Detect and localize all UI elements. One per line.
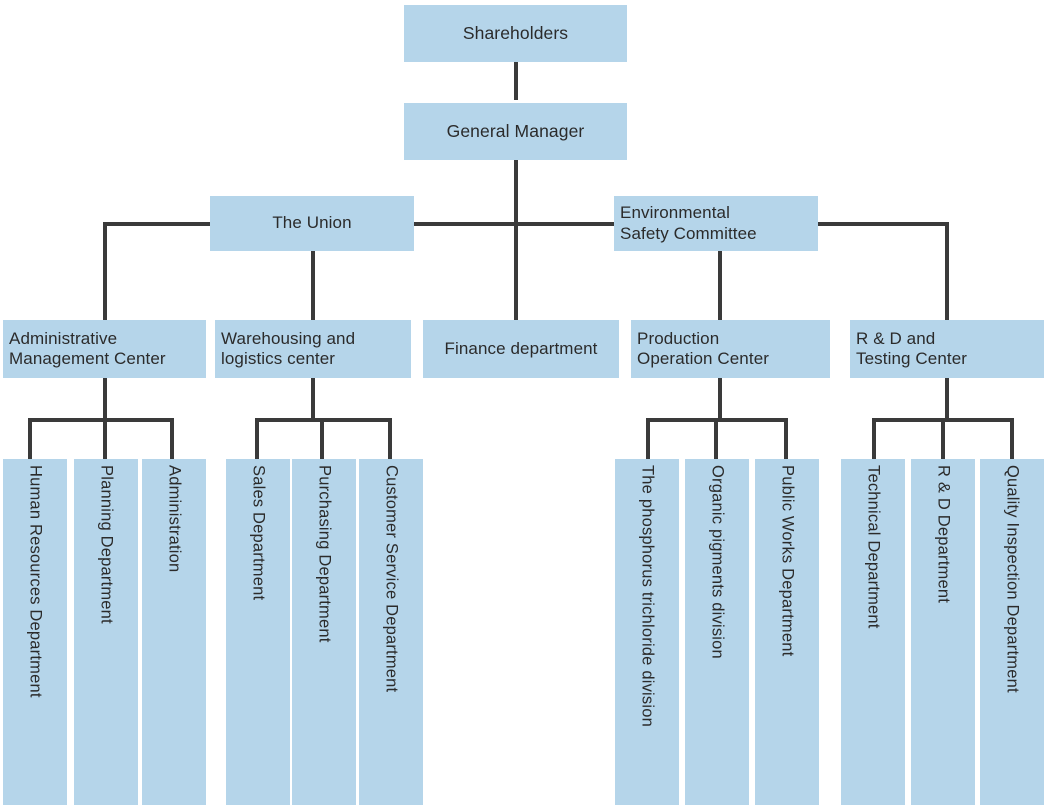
node-human-resources-department-label: Human Resources Department	[26, 465, 45, 698]
node-rd-testing-center-label: R & D and Testing Center	[850, 329, 1044, 369]
connector-warehousing-child-3	[388, 418, 392, 460]
connector-main-horizontal-center	[412, 222, 620, 226]
node-environmental-safety-committee[interactable]: Environmental Safety Committee	[614, 196, 818, 251]
connector-administrative-child-1	[28, 418, 32, 460]
node-sales-department[interactable]: Sales Department	[226, 459, 290, 805]
node-sales-department-label: Sales Department	[249, 465, 268, 601]
connector-administrative-child-3	[170, 418, 174, 460]
node-technical-department-label: Technical Department	[864, 465, 883, 629]
node-public-works-department-label: Public Works Department	[778, 465, 797, 657]
node-rd-department-label: R & D Department	[934, 465, 953, 603]
node-customer-service-department[interactable]: Customer Service Department	[359, 459, 423, 805]
connector-production-child-2	[714, 418, 718, 460]
connector-union-to-warehousing-center	[311, 251, 315, 320]
node-rd-testing-center[interactable]: R & D and Testing Center	[850, 320, 1044, 378]
node-finance-department-label: Finance department	[444, 338, 598, 358]
node-phosphorus-trichloride-division-label: The phosphorus trichloride division	[638, 465, 657, 727]
node-quality-inspection-department-label: Quality Inspection Department	[1003, 465, 1022, 693]
node-production-operation-center[interactable]: Production Operation Center	[631, 320, 830, 378]
node-administrative-management-center-label: Administrative Management Center	[3, 329, 206, 369]
node-administration[interactable]: Administration	[142, 459, 206, 805]
connector-administrative-drop	[103, 378, 107, 420]
connector-production-child-3	[784, 418, 788, 460]
node-organic-pigments-division[interactable]: Organic pigments division	[685, 459, 749, 805]
node-purchasing-department[interactable]: Purchasing Department	[292, 459, 356, 805]
connector-general-manager-trunk	[514, 160, 518, 320]
rd-center-line-2: Testing Center	[856, 349, 968, 368]
node-environmental-safety-committee-label: Environmental Safety Committee	[614, 203, 818, 243]
connector-production-child-1	[646, 418, 650, 460]
connector-rd-child-1	[872, 418, 876, 460]
node-administrative-management-center[interactable]: Administrative Management Center	[3, 320, 206, 378]
node-shareholders-label: Shareholders	[462, 23, 569, 44]
connector-bar-to-rd-testing-center	[945, 222, 949, 320]
node-quality-inspection-department[interactable]: Quality Inspection Department	[980, 459, 1044, 805]
connector-shareholders-to-general-manager	[514, 62, 518, 100]
node-organic-pigments-division-label: Organic pigments division	[708, 465, 727, 659]
node-human-resources-department[interactable]: Human Resources Department	[3, 459, 67, 805]
esc-line-2: Safety Committee	[620, 223, 757, 243]
node-customer-service-department-label: Customer Service Department	[382, 465, 401, 693]
node-technical-department[interactable]: Technical Department	[841, 459, 905, 805]
node-general-manager-label: General Manager	[446, 121, 585, 142]
node-general-manager[interactable]: General Manager	[404, 103, 627, 160]
connector-esc-to-production-center	[718, 251, 722, 320]
node-production-operation-center-label: Production Operation Center	[631, 329, 830, 369]
connector-bar-to-administrative-center	[103, 222, 107, 320]
connector-rd-drop	[945, 378, 949, 420]
admin-center-line-2: Management Center	[9, 349, 166, 368]
node-purchasing-department-label: Purchasing Department	[315, 465, 334, 643]
node-planning-department-label: Planning Department	[97, 465, 116, 624]
node-the-union[interactable]: The Union	[210, 196, 414, 251]
production-line-2: Operation Center	[637, 349, 770, 368]
connector-main-horizontal-right	[816, 222, 949, 226]
node-planning-department[interactable]: Planning Department	[74, 459, 138, 805]
connector-production-drop	[718, 378, 722, 420]
production-line-1: Production	[637, 328, 720, 348]
node-warehousing-logistics-center[interactable]: Warehousing and logistics center	[215, 320, 411, 378]
node-finance-department[interactable]: Finance department	[423, 320, 619, 378]
warehousing-line-2: logistics center	[221, 349, 336, 368]
connector-warehousing-drop	[311, 378, 315, 420]
connector-administrative-child-2	[103, 418, 107, 460]
node-shareholders[interactable]: Shareholders	[404, 5, 627, 62]
rd-center-line-1: R & D and	[856, 328, 936, 348]
connector-warehousing-child-2	[320, 418, 324, 460]
esc-line-1: Environmental	[620, 203, 730, 223]
node-rd-department[interactable]: R & D Department	[911, 459, 975, 805]
node-administration-label: Administration	[165, 465, 184, 573]
admin-center-line-1: Administrative	[9, 328, 118, 348]
node-public-works-department[interactable]: Public Works Department	[755, 459, 819, 805]
node-phosphorus-trichloride-division[interactable]: The phosphorus trichloride division	[615, 459, 679, 805]
connector-rd-child-3	[1010, 418, 1014, 460]
node-the-union-label: The Union	[272, 213, 352, 233]
warehousing-line-1: Warehousing and	[221, 328, 356, 348]
node-warehousing-logistics-center-label: Warehousing and logistics center	[215, 329, 411, 369]
connector-warehousing-child-1	[255, 418, 259, 460]
connector-administrative-bar	[28, 418, 174, 422]
connector-rd-child-2	[941, 418, 945, 460]
